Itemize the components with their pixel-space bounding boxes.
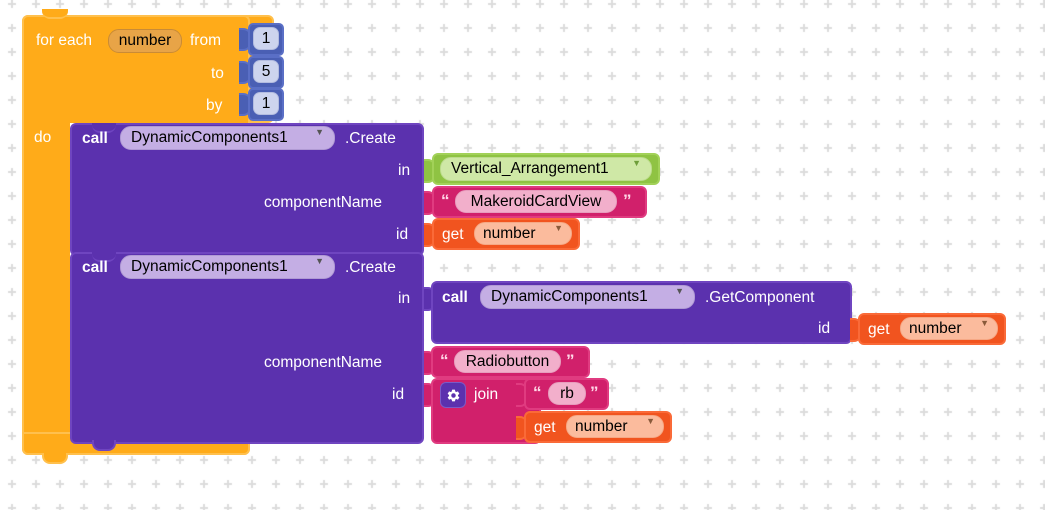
close-quote-icon: ”: [566, 351, 575, 370]
for-each-top-notch: [42, 9, 68, 19]
vertical-arrangement-dropdown[interactable]: Vertical_Arrangement1 ▼: [440, 157, 652, 181]
get-label-2: get: [868, 321, 890, 338]
call-create-2-id-label: id: [392, 386, 405, 403]
get-variable-name-1: number: [483, 224, 536, 242]
call-create-block-2[interactable]: [70, 252, 424, 444]
chevron-down-icon: ▼: [554, 223, 563, 233]
call-getcomponent-component-dropdown[interactable]: DynamicComponents1 ▼: [480, 285, 695, 309]
call-getcomponent-component-name: DynamicComponents1: [491, 288, 648, 306]
by-label: by: [206, 97, 223, 114]
get-variable-dropdown-3[interactable]: number ▼: [566, 415, 664, 438]
gear-icon[interactable]: [440, 382, 466, 408]
call-create-2-component-dropdown[interactable]: DynamicComponents1 ▼: [120, 255, 335, 279]
call-label-1: call: [82, 130, 108, 147]
call-create-2-method: .Create: [345, 259, 396, 276]
chevron-down-icon: ▼: [980, 318, 989, 328]
get-label-1: get: [442, 226, 464, 243]
call-label-getcomponent: call: [442, 289, 468, 306]
call-create-1-component-name: DynamicComponents1: [131, 129, 288, 147]
chevron-down-icon: ▼: [315, 127, 324, 137]
for-each-label: for each: [36, 32, 93, 49]
text-value-makeroidcardview: MakeroidCardView: [470, 192, 602, 210]
get-variable-dropdown-1[interactable]: number ▼: [474, 222, 572, 245]
open-quote-icon: “: [533, 383, 542, 402]
for-each-variable-field[interactable]: number: [108, 29, 182, 53]
to-number-field[interactable]: 5: [253, 60, 279, 83]
text-field-radiobutton[interactable]: Radiobutton: [454, 350, 561, 373]
chevron-down-icon: ▼: [632, 158, 641, 168]
text-field-rb[interactable]: rb: [548, 382, 586, 405]
join-label: join: [474, 386, 499, 403]
close-quote-icon: ”: [623, 191, 632, 210]
call-create-2-bottom-notch: [92, 440, 116, 451]
from-number-field[interactable]: 1: [253, 27, 279, 50]
from-label: from: [190, 32, 221, 49]
call-create-1-top-notch: [92, 123, 116, 133]
chevron-down-icon: ▼: [675, 286, 684, 296]
open-quote-icon: “: [441, 191, 450, 210]
call-create-1-method: .Create: [345, 130, 396, 147]
call-create-1-id-label: id: [396, 226, 409, 243]
call-create-2-componentname-label: componentName: [264, 354, 383, 371]
call-create-1-component-dropdown[interactable]: DynamicComponents1 ▼: [120, 126, 335, 150]
get-variable-name-3: number: [575, 417, 628, 435]
open-quote-icon: “: [440, 351, 449, 370]
do-label: do: [34, 129, 52, 146]
call-create-1-in-label: in: [398, 162, 411, 179]
for-each-bottom-notch: [42, 453, 68, 464]
text-value-radiobutton: Radiobutton: [465, 352, 550, 370]
by-number-field[interactable]: 1: [253, 92, 279, 115]
by-number-value: 1: [261, 94, 271, 112]
text-field-makeroidcardview[interactable]: MakeroidCardView: [455, 190, 617, 213]
call-getcomponent-method: .GetComponent: [705, 289, 815, 306]
get-variable-name-2: number: [909, 319, 962, 337]
to-label: to: [211, 65, 224, 82]
to-number-value: 5: [261, 62, 271, 80]
chevron-down-icon: ▼: [315, 256, 324, 266]
chevron-down-icon: ▼: [646, 416, 655, 426]
call-create-2-component-name: DynamicComponents1: [131, 258, 288, 276]
call-create-2-top-notch: [92, 252, 116, 262]
call-create-1-componentname-label: componentName: [264, 194, 383, 211]
call-label-2: call: [82, 259, 108, 276]
call-getcomponent-id-label: id: [818, 320, 831, 337]
text-value-rb: rb: [560, 384, 574, 402]
call-create-2-in-label: in: [398, 290, 411, 307]
vertical-arrangement-name: Vertical_Arrangement1: [451, 160, 609, 178]
get-variable-dropdown-2[interactable]: number ▼: [900, 317, 998, 340]
close-quote-icon: ”: [590, 383, 599, 402]
get-label-3: get: [534, 419, 556, 436]
from-number-value: 1: [261, 29, 271, 47]
for-each-variable-name: number: [118, 32, 172, 50]
